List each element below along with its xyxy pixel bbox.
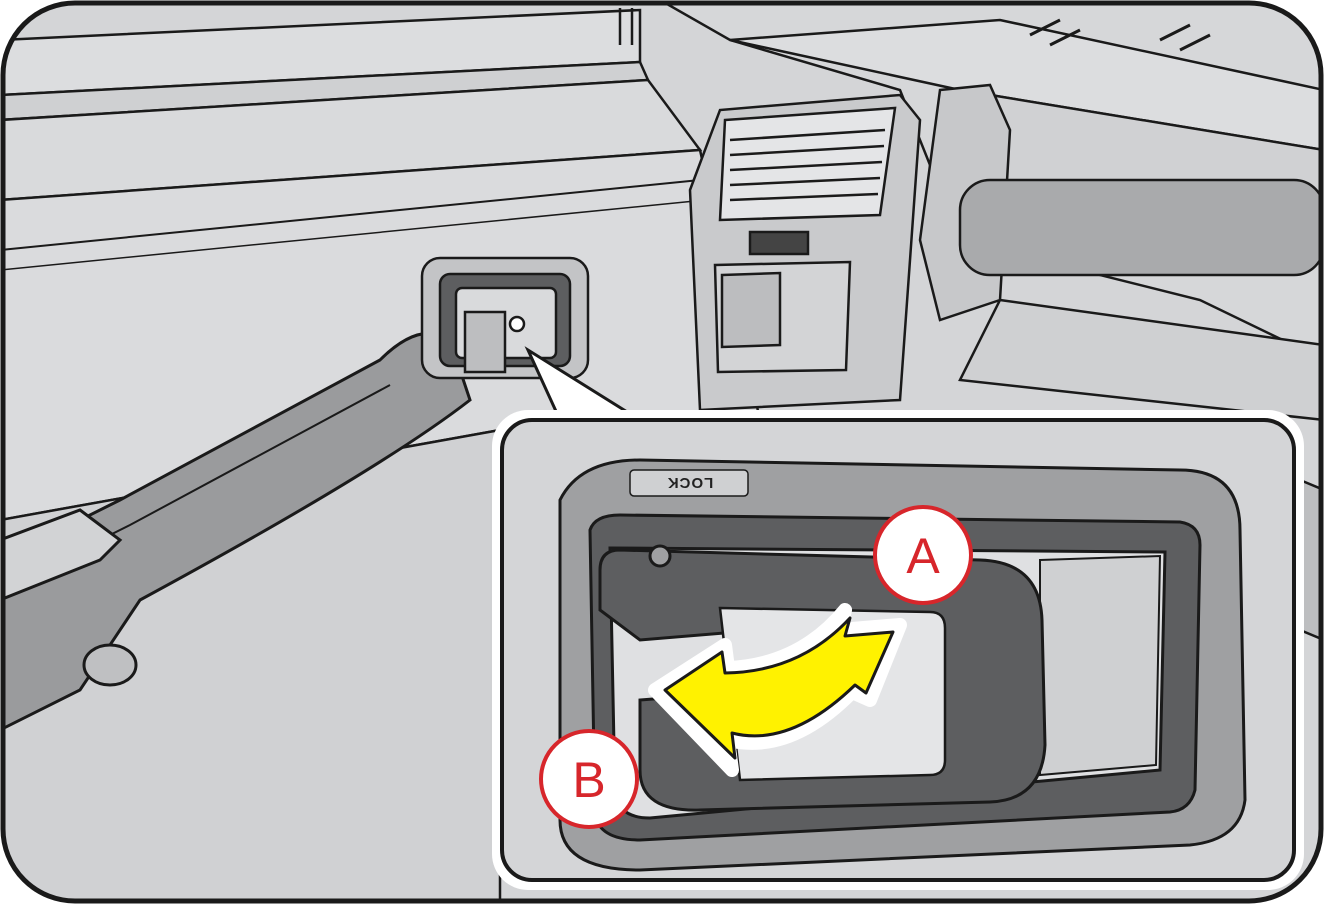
- callout-b-label: B: [572, 752, 605, 808]
- pull-handle: [3, 331, 472, 733]
- steering-column: [918, 83, 1321, 642]
- lock-text: LOCK: [667, 474, 714, 491]
- window-trim: [3, 8, 703, 202]
- callout-a: A: [873, 505, 973, 605]
- lock-marking: LOCK: [629, 469, 749, 497]
- inner-door-handle-small: [420, 256, 590, 380]
- double-headed-curved-arrow-icon: [648, 603, 907, 777]
- air-vent-console: [688, 93, 922, 412]
- callout-b: B: [539, 729, 639, 829]
- zoom-inset-border: [500, 418, 1296, 882]
- zoom-inset: LOCK A B: [492, 410, 1304, 890]
- callout-a-label: A: [906, 528, 940, 584]
